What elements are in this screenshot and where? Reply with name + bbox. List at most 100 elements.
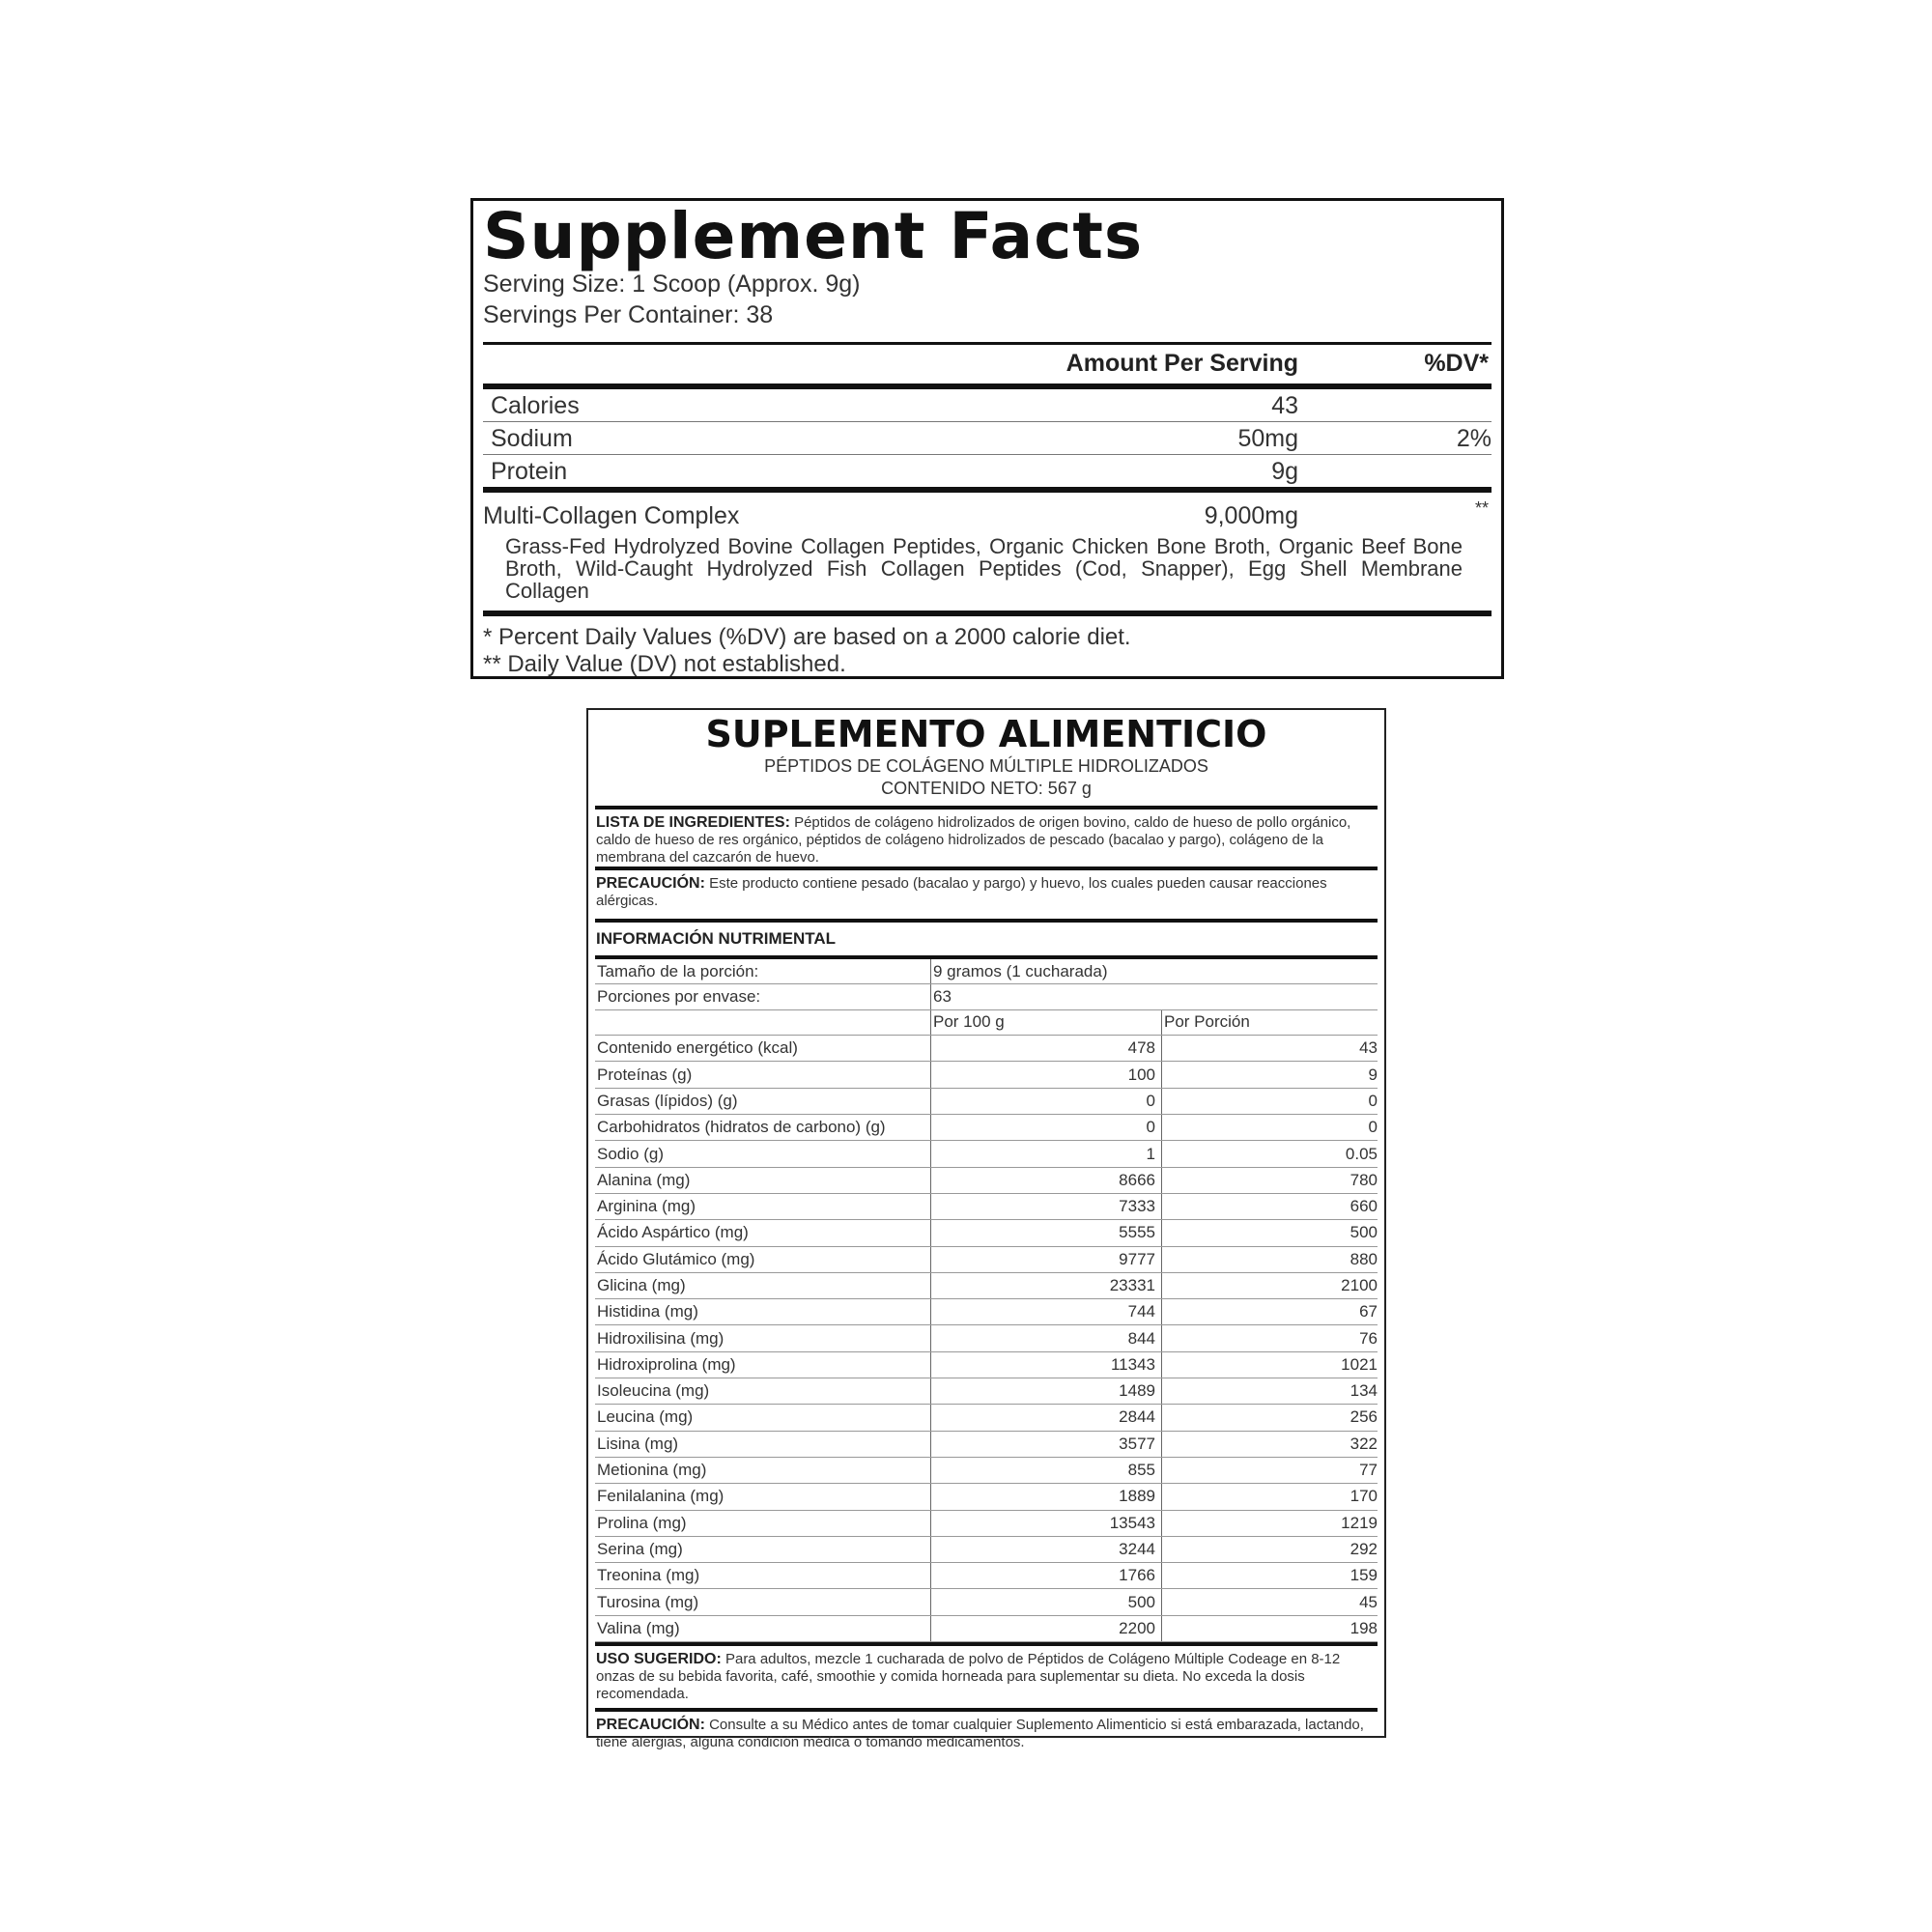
ingredients-text: Péptidos de colágeno hidrolizados de ori… [596,814,1351,866]
nutrient-per-100g: 3244 [930,1536,1162,1564]
nutrient-per-100g: 2200 [930,1615,1162,1643]
nutrient-per-100g: 8666 [930,1167,1162,1194]
portion-label: Tamaño de la porción: [595,957,931,985]
nutrient-per-portion: 292 [1161,1536,1378,1564]
nutrient-per-100g: 0 [930,1114,1162,1142]
facts-footnotes: * Percent Daily Values (%DV) are based o… [483,611,1492,678]
nutrient-per-portion: 256 [1161,1404,1378,1432]
nutrient-name: Carbohidratos (hidratos de carbono) (g) [595,1114,931,1142]
nutrient-per-portion: 0 [1161,1088,1378,1116]
caution-label: PRECAUCIÓN: [596,1717,705,1733]
nutrient-per-100g: 5555 [930,1219,1162,1247]
usage-text: Para adultos, mezcle 1 cucharada de polv… [596,1651,1341,1702]
footnote-dv: * Percent Daily Values (%DV) are based o… [483,624,1131,650]
servings-value: 63 [930,983,1378,1010]
nutrient-per-portion: 500 [1161,1219,1378,1247]
nutrient-name: Contenido energético (kcal) [595,1035,931,1063]
facts-row-protein: Protein 9g [483,455,1492,493]
nutrient-per-portion: 76 [1161,1324,1378,1352]
nutrient-per-100g: 855 [930,1457,1162,1485]
multi-collagen-name: Multi-Collagen Complex [483,502,740,529]
nutrient-per-100g: 478 [930,1035,1162,1063]
nutrition-table: Tamaño de la porción: 9 gramos (1 cuchar… [595,955,1378,1643]
nutrient-per-100g: 844 [930,1324,1162,1352]
nutrient-per-portion: 322 [1161,1431,1378,1458]
nutrient-name: Isoleucina (mg) [595,1378,931,1406]
nutrient-per-100g: 0 [930,1088,1162,1116]
nutrient-name: Treonina (mg) [595,1562,931,1590]
servings-per-container: Servings Per Container: 38 [483,301,774,328]
medical-caution-section: PRECAUCIÓN: Consulte a su Médico antes d… [595,1708,1378,1758]
column-header-per-100g: Por 100 g [930,1009,1162,1037]
table-row: Tamaño de la porción: 9 gramos (1 cuchar… [595,957,1378,985]
nutrient-per-100g: 7333 [930,1193,1162,1221]
dv-header: %DV* [1424,350,1489,377]
amount-per-serving-header: Amount Per Serving [1065,350,1298,377]
nutrient-name: Glicina (mg) [595,1272,931,1300]
nutrient-per-100g: 3577 [930,1431,1162,1458]
nutrient-per-portion: 1021 [1161,1351,1378,1379]
nutrition-label: INFORMACIÓN NUTRIMENTAL [596,929,837,948]
usage-label: USO SUGERIDO: [596,1651,722,1667]
nutrient-per-portion: 2100 [1161,1272,1378,1300]
nutrient-per-portion: 0 [1161,1114,1378,1142]
facts-row-amount: 9g [1271,458,1298,485]
nutrient-name: Fenilalanina (mg) [595,1483,931,1511]
nutrient-name: Grasas (lípidos) (g) [595,1088,931,1116]
ingredients-section: LISTA DE INGREDIENTES: Péptidos de colág… [595,806,1378,867]
table-row: Carbohidratos (hidratos de carbono) (g)0… [595,1114,1378,1142]
suggested-use-section: USO SUGERIDO: Para adultos, mezcle 1 cuc… [595,1642,1378,1708]
supplement-facts-title: Supplement Facts [483,199,1144,273]
nutrient-per-portion: 9 [1161,1061,1378,1089]
caution-text: Este producto contiene pesado (bacalao y… [596,875,1327,909]
nutrient-per-portion: 43 [1161,1035,1378,1063]
portion-value: 9 gramos (1 cucharada) [930,957,1378,985]
allergen-caution-section: PRECAUCIÓN: Este producto contiene pesad… [595,867,1378,919]
nutrition-info-heading: INFORMACIÓN NUTRIMENTAL [595,919,1378,955]
nutrient-name: Prolina (mg) [595,1510,931,1537]
table-header-empty [595,1009,931,1037]
caution-text: Consulte a su Médico antes de tomar cual… [596,1717,1364,1750]
facts-row-amount: 43 [1271,392,1298,419]
caution-label: PRECAUCIÓN: [596,875,705,892]
nutrient-per-portion: 780 [1161,1167,1378,1194]
net-content: CONTENIDO NETO: 567 g [881,779,1092,798]
nutrient-name: Arginina (mg) [595,1193,931,1221]
nutrient-per-100g: 1 [930,1140,1162,1168]
nutrient-name: Proteínas (g) [595,1061,931,1089]
supplement-facts-panel: Supplement Facts Serving Size: 1 Scoop (… [470,198,1504,679]
collagen-ingredients: Grass-Fed Hydrolyzed Bovine Collagen Pep… [505,534,1463,603]
facts-row-amount: 50mg [1237,425,1298,452]
nutrient-name: Lisina (mg) [595,1431,931,1458]
nutrient-per-portion: 660 [1161,1193,1378,1221]
nutrient-per-100g: 13543 [930,1510,1162,1537]
multi-collagen-amount: 9,000mg [1204,502,1298,529]
nutrient-name: Histidina (mg) [595,1298,931,1326]
column-header-per-portion: Por Porción [1161,1009,1378,1037]
table-header-row: Por 100 g Por Porción [595,1009,1378,1037]
nutrient-per-100g: 100 [930,1061,1162,1089]
nutrient-per-portion: 77 [1161,1457,1378,1485]
nutrient-name: Alanina (mg) [595,1167,931,1194]
nutrient-per-100g: 23331 [930,1272,1162,1300]
ingredients-label: LISTA DE INGREDIENTES: [596,814,790,831]
nutrient-name: Sodio (g) [595,1140,931,1168]
nutrient-name: Hidroxiprolina (mg) [595,1351,931,1379]
multi-collagen-dv: ** [1474,498,1489,518]
nutrient-name: Valina (mg) [595,1615,931,1643]
